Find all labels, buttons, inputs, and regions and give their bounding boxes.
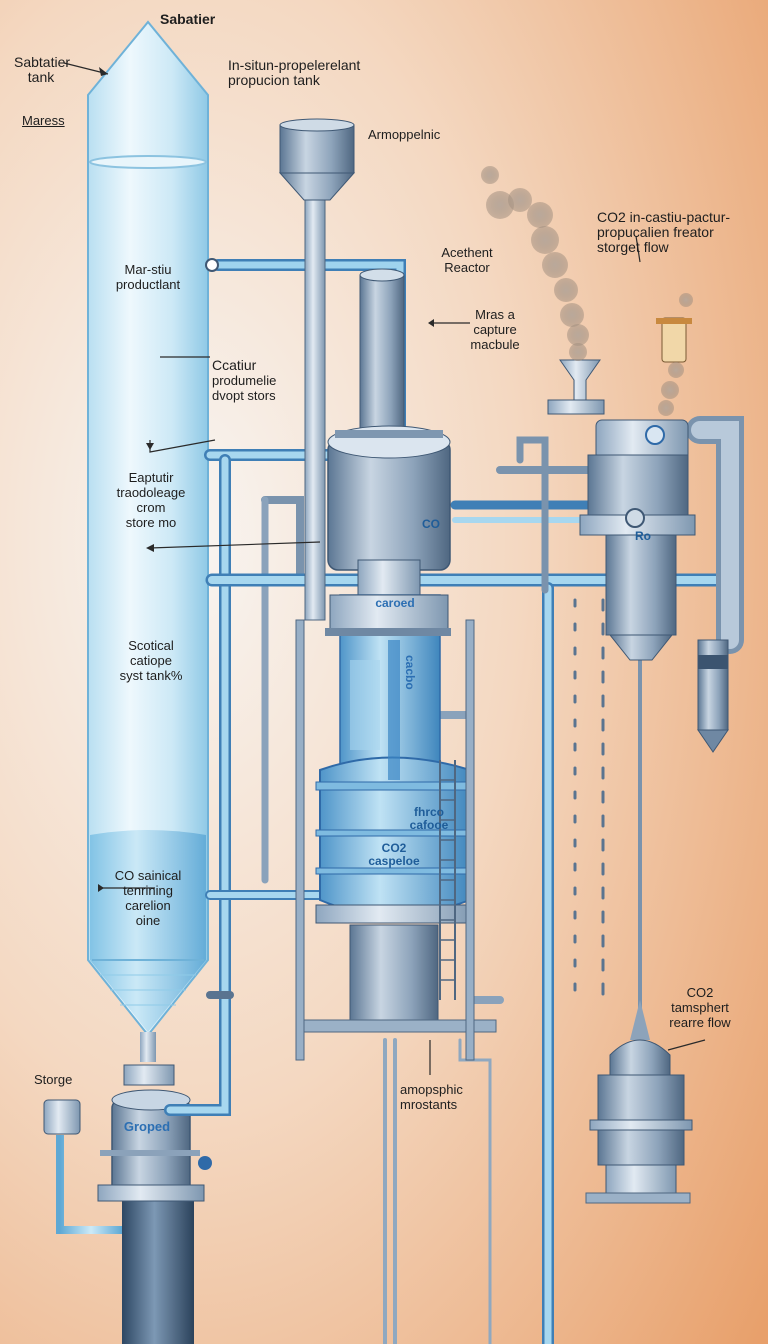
label-sabatier-tank: Sabtatier tank (14, 54, 71, 85)
sabatier-tank (87, 20, 209, 1062)
label-co2-transphert: CO2 tamsphert rearre flow (669, 985, 731, 1030)
label-co-sainical: CO sainical tenrining carelion oine (114, 868, 182, 928)
label-mars-product: Mar-stiu productlant (115, 262, 181, 292)
label-scotical: Scotical catiope syst tank% (119, 638, 183, 683)
tag-vessel-a: fhrco cafooe (409, 805, 449, 832)
right-process-unit (547, 317, 729, 753)
label-top-title: Sabatier (160, 11, 216, 27)
label-co2-flow: CO2 in-castiu-pactur- propucalien freato… (597, 209, 731, 255)
tag-cargo-top: caroed (375, 596, 415, 610)
label-isru-tank: In-situn-propelerelant propucion tank (228, 57, 361, 88)
exhaust-smoke (481, 166, 693, 416)
tag-storage: Groped (123, 1119, 171, 1134)
reactor-vessel (327, 268, 451, 601)
label-mars-capture: Mras a capture macbule (470, 307, 520, 352)
label-maress: Maress (22, 113, 65, 128)
co2-capture-vessel (295, 594, 497, 1061)
label-ccatiur: Ccatiur (212, 357, 257, 373)
label-amopsphic: amopsphic mrostants (400, 1082, 463, 1112)
tag-co-small: CO (422, 517, 440, 531)
label-eaptutir: Eaptutir traodoleage crom store mo (116, 470, 186, 530)
label-acetent-reactor: Acethent Reactor (441, 245, 493, 275)
tag-vertical: cacbo (403, 655, 417, 690)
co2-transfer-vessel (585, 1000, 693, 1204)
label-produmelie: produmelie dvopt stors (212, 373, 277, 403)
tag-ro: Ro (635, 529, 651, 543)
arrow-heads (98, 67, 434, 892)
atmospheric-intake (205, 118, 356, 621)
storage-tank (43, 1064, 212, 1344)
label-storge: Storge (34, 1072, 73, 1087)
label-atmospheric: Armoppelnic (368, 127, 441, 142)
tag-vessel-b: CO2 caspeloe (368, 841, 420, 868)
